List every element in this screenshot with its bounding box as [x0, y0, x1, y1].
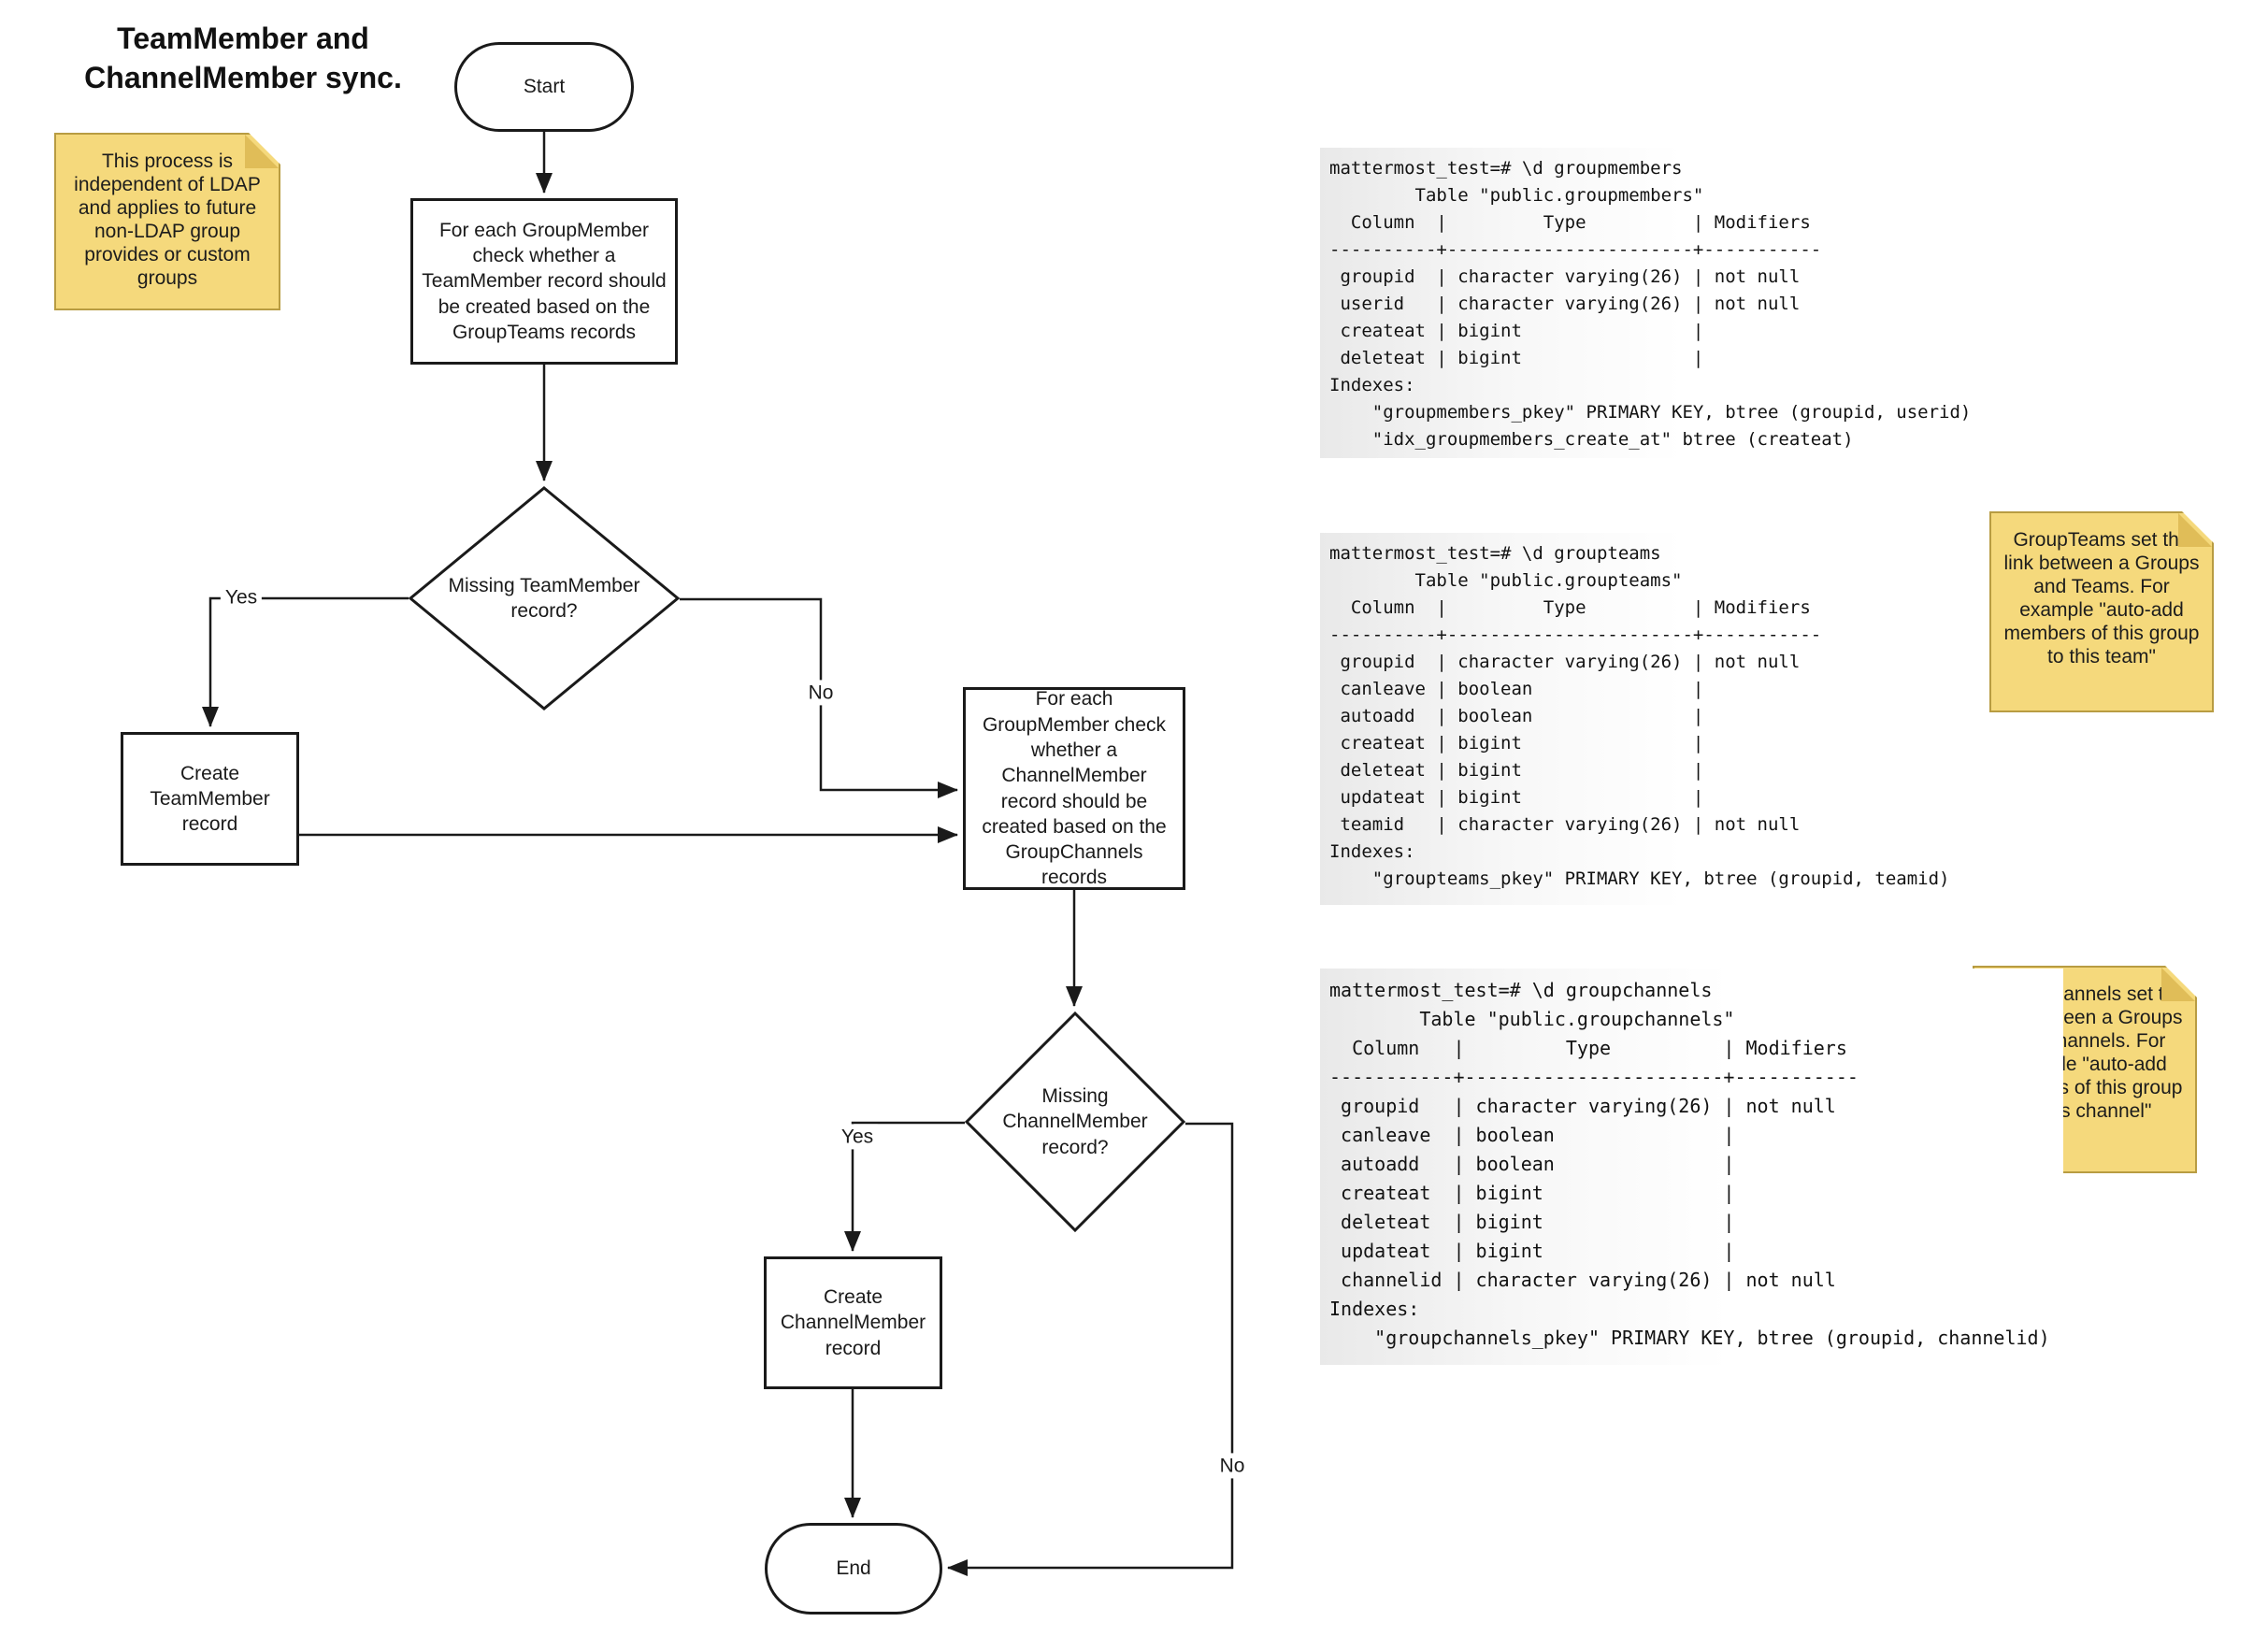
psql-groupteams-output: mattermost_test=# \d groupteams Table "p…: [1320, 533, 1979, 905]
decision-teammember-label: Missing TeamMember record?: [448, 574, 640, 622]
create-channelmember-label: Create ChannelMember record: [780, 1286, 926, 1359]
sticky-note-groupteams: GroupTeams set the link between a Groups…: [1989, 511, 2214, 712]
decision-teammember-diamond: Missing TeamMember record?: [408, 486, 681, 710]
folded-corner-icon: [245, 135, 279, 168]
create-teammember-label: Create TeamMember record: [150, 762, 270, 836]
process-teammember-label: For each GroupMember check whether a Tea…: [422, 219, 667, 343]
folded-corner-icon: [2178, 513, 2212, 547]
start-terminal: Start: [454, 42, 634, 132]
process-teammember-box: For each GroupMember check whether a Tea…: [410, 198, 678, 365]
sticky-note-ldap-text: This process is independent of LDAP and …: [74, 151, 261, 289]
psql-groupmembers-output: mattermost_test=# \d groupmembers Table …: [1320, 148, 1979, 458]
end-terminal: End: [765, 1523, 942, 1614]
create-channelmember-box: Create ChannelMember record: [764, 1256, 942, 1389]
start-terminal-label: Start: [523, 76, 566, 98]
edge-label-teammember-no: No: [803, 680, 839, 706]
edge-label-teammember-yes: Yes: [220, 584, 263, 610]
decision-channelmember-diamond: Missing ChannelMember record?: [964, 1011, 1186, 1233]
end-terminal-label: End: [836, 1557, 871, 1580]
diamond-shape: [964, 1011, 1186, 1233]
diamond-shape: [408, 486, 681, 710]
edge-label-channelmember-yes: Yes: [836, 1124, 879, 1150]
edge-decision-teammember-yes: [202, 596, 409, 727]
edge-label-channelmember-no: No: [1214, 1453, 1250, 1479]
folded-corner-icon: [2161, 968, 2195, 1001]
diagram-title: TeamMember and ChannelMember sync.: [84, 22, 402, 94]
process-channelmember-box: For each GroupMember check whether a Cha…: [963, 687, 1185, 890]
process-channelmember-label: For each GroupMember check whether a Cha…: [982, 688, 1167, 889]
sticky-note-groupteams-text: GroupTeams set the link between a Groups…: [2003, 529, 2200, 667]
psql-groupchannels-output: mattermost_test=# \d groupchannels Table…: [1320, 969, 2063, 1365]
sticky-note-ldap: This process is independent of LDAP and …: [54, 133, 280, 310]
create-teammember-box: Create TeamMember record: [121, 732, 299, 866]
decision-channelmember-label: Missing ChannelMember record?: [1002, 1085, 1148, 1158]
